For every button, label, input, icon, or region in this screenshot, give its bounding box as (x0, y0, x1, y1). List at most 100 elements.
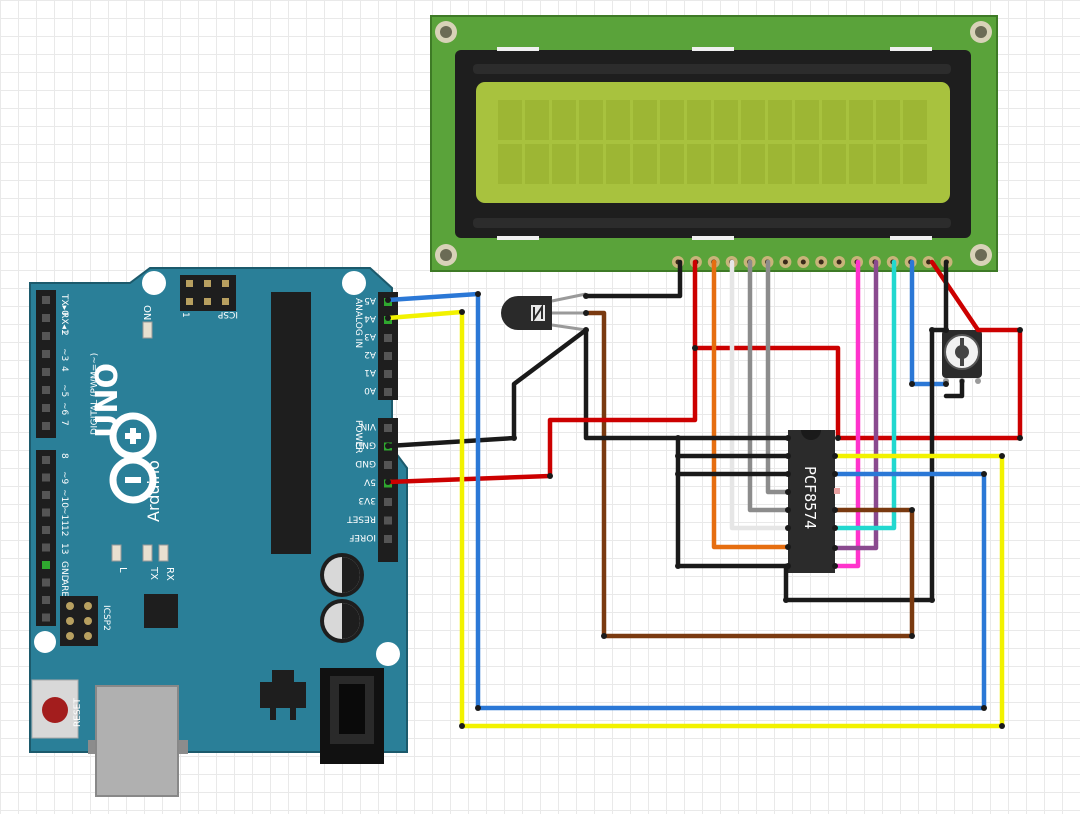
wire-junction (459, 723, 465, 729)
wire-yellow-wire (385, 309, 1005, 729)
wire-junction (832, 471, 838, 477)
digital-pin (42, 596, 50, 604)
lcd-cell (849, 100, 873, 140)
digital-pin (42, 350, 50, 358)
wire-junction (675, 453, 681, 459)
lcd-cell (822, 144, 846, 184)
wire-junction (785, 435, 791, 441)
on-led (142, 321, 153, 339)
pin-label: ~11 (59, 507, 69, 526)
lcd-cell (768, 144, 792, 184)
wire-blue-wire (909, 259, 949, 387)
power-header (378, 418, 398, 562)
digital-pin (42, 613, 50, 622)
lcd-cell (768, 100, 792, 140)
pin-label: A1 (364, 367, 376, 377)
digital-pins (42, 296, 50, 622)
uno-label: UNO (90, 363, 125, 438)
pin-label: A4 (364, 313, 376, 323)
wire-cyan-wire (832, 259, 897, 531)
digital-header-lower (36, 450, 56, 626)
wire-junction (981, 705, 987, 711)
wire-junction (785, 525, 791, 531)
lcd-cell (552, 144, 576, 184)
wire-junction (385, 315, 391, 321)
reset-button-cap[interactable] (42, 697, 68, 723)
microcontroller-chip (271, 292, 311, 554)
lcd-cell (633, 100, 657, 140)
reset-label: RESET (73, 698, 83, 727)
icsp2-label: ICSP2 (101, 605, 111, 631)
digital-pin (42, 578, 50, 587)
pcf8574-body (788, 430, 835, 573)
wire-junction (601, 633, 607, 639)
l-led (111, 544, 122, 562)
analog-pin (384, 352, 392, 360)
lcd-cell (903, 144, 927, 184)
pin-label: A3 (364, 331, 376, 341)
voltage-regulator (260, 682, 306, 708)
lcd-cell (876, 144, 900, 184)
wire-junction (943, 381, 949, 387)
wire-junctions (385, 291, 1023, 729)
wire-junction (832, 563, 838, 569)
wire-junction (999, 453, 1005, 459)
digital-pin (42, 561, 50, 569)
wire-junction (583, 310, 589, 316)
pin-label: 5V (363, 477, 376, 487)
pin-label: 8 (59, 453, 69, 459)
wire-purple-wire (832, 259, 879, 551)
power-pin (384, 461, 392, 469)
pin-label: AREF (59, 579, 69, 602)
pin-label: 2 (59, 330, 69, 336)
capacitor-1 (320, 553, 364, 597)
digital-pin (42, 314, 50, 322)
lcd-cell (606, 100, 630, 140)
wire-junction (909, 507, 915, 513)
digital-pin (42, 368, 50, 376)
lcd-cell (687, 100, 711, 140)
wire-junction (692, 345, 698, 351)
lcd-cell (579, 100, 603, 140)
wire-junction (785, 507, 791, 513)
wire-junction (785, 471, 791, 477)
power-pin (384, 498, 392, 506)
rx-led (158, 544, 169, 562)
lcd-cell (795, 144, 819, 184)
rx-label: RX (164, 567, 175, 581)
pin-label: A0 (364, 385, 376, 395)
wire-junction (785, 563, 791, 569)
lcd-cell (795, 100, 819, 140)
lcd-mounting-holes (435, 21, 992, 266)
wire-junction (783, 597, 789, 603)
power-pin (384, 535, 392, 543)
pin-label: VIN (360, 421, 376, 431)
on-label: ON (141, 305, 152, 320)
pin-label: A5 (364, 295, 376, 305)
capacitor-2 (320, 599, 364, 643)
wire-junction (475, 291, 481, 297)
power-label: POWER (353, 420, 363, 453)
wire-red-wire (385, 345, 698, 485)
digital-pin (42, 491, 50, 499)
wire-orange-wire (711, 259, 791, 550)
lcd-cell (579, 144, 603, 184)
potentiometer (942, 330, 982, 384)
wire-junction (675, 435, 681, 441)
wire-brown-wire (583, 310, 915, 639)
wire-junction (909, 633, 915, 639)
digital-pin (42, 508, 50, 517)
power-pin (384, 516, 392, 525)
lcd-cell (714, 100, 738, 140)
pin-label: ~6 (59, 402, 69, 416)
wire-junction (785, 453, 791, 459)
wire-junction (929, 597, 935, 603)
wire-junction (547, 473, 553, 479)
pin-label: ~9 (59, 471, 69, 485)
lcd-cell (525, 100, 549, 140)
usb-interface-chip (144, 594, 178, 628)
digital-pin (42, 422, 50, 430)
lcd-bezel-marks (497, 47, 932, 240)
wire-junction (832, 453, 838, 459)
